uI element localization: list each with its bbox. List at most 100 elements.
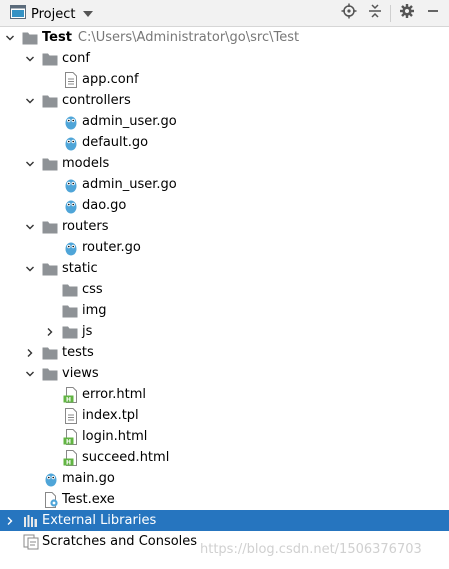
folder-icon: [42, 93, 58, 109]
watermark-text: https://blog.csdn.net/1506376703: [200, 542, 422, 557]
folder-icon: [42, 51, 58, 67]
tree-item-label: admin_user.go: [82, 177, 177, 192]
tree-item-label: css: [82, 282, 103, 297]
hide-panel-button[interactable]: [424, 4, 442, 22]
collapse-all-icon: [367, 3, 383, 23]
tree-item-label: succeed.html: [82, 450, 170, 465]
tree-item-label: Scratches and Consoles: [42, 534, 198, 549]
tree-node-controllers[interactable]: controllers: [0, 90, 449, 111]
root-folder-name: Test: [42, 30, 72, 45]
tree-item-label: Test.exe: [62, 492, 115, 507]
svg-text:H: H: [66, 396, 71, 403]
folder-icon: [42, 261, 58, 277]
tree-item-label: External Libraries: [42, 513, 157, 528]
tree-node-static[interactable]: static: [0, 258, 449, 279]
tree-item-label: login.html: [82, 429, 148, 444]
project-window-icon: [10, 5, 26, 23]
chevron-down-icon[interactable]: [25, 264, 35, 274]
go-file-icon: [63, 177, 79, 193]
tree-node-img[interactable]: img: [0, 300, 449, 321]
project-view-selector[interactable]: Project: [10, 5, 94, 23]
folder-icon: [42, 366, 58, 382]
tree-node-main-go[interactable]: main.go: [0, 468, 449, 489]
tree-node-admin-user-model[interactable]: admin_user.go: [0, 174, 449, 195]
tree-node-external-libraries[interactable]: External Libraries: [0, 510, 449, 531]
folder-icon: [62, 282, 78, 298]
tree-item-label: controllers: [62, 93, 131, 108]
tree-item-label: error.html: [82, 387, 147, 402]
html-file-icon: H: [63, 386, 79, 403]
html-file-icon: H: [63, 428, 79, 445]
tree-node-succeed-html[interactable]: H succeed.html: [0, 447, 449, 468]
tree-item-label: admin_user.go: [82, 114, 177, 129]
chevron-down-icon[interactable]: [5, 33, 15, 43]
minimize-icon: [426, 4, 440, 22]
tree-node-index-tpl[interactable]: index.tpl: [0, 405, 449, 426]
folder-icon: [42, 219, 58, 235]
tree-node-test-exe[interactable]: Test.exe: [0, 489, 449, 510]
tree-node-scratches[interactable]: Scratches and Consoles: [0, 531, 449, 552]
libraries-icon: [23, 513, 39, 529]
go-file-icon: [63, 240, 79, 256]
locate-file-button[interactable]: [340, 3, 358, 23]
tree-item-label: js: [82, 324, 93, 339]
tree-node-css[interactable]: css: [0, 279, 449, 300]
folder-icon: [42, 345, 58, 361]
tree-item-label: index.tpl: [82, 408, 139, 423]
tree-item-label: tests: [62, 345, 94, 360]
chevron-down-icon[interactable]: [25, 54, 35, 64]
chevron-right-icon[interactable]: [45, 327, 55, 337]
tree-node-routers[interactable]: routers: [0, 216, 449, 237]
text-file-icon: [63, 407, 79, 424]
tree-node-models[interactable]: models: [0, 153, 449, 174]
tree-item-label: app.conf: [82, 72, 139, 87]
tree-item-label: default.go: [82, 135, 149, 150]
tree-item-label: main.go: [62, 471, 115, 486]
toolbar-separator: [390, 5, 391, 22]
crosshair-icon: [341, 3, 357, 23]
executable-file-icon: [43, 491, 59, 508]
chevron-down-icon[interactable]: [25, 159, 35, 169]
tree-node-login-html[interactable]: H login.html: [0, 426, 449, 447]
chevron-down-icon[interactable]: [25, 222, 35, 232]
tree-node-default-go[interactable]: default.go: [0, 132, 449, 153]
tree-node-router-go[interactable]: router.go: [0, 237, 449, 258]
tree-node-app-conf[interactable]: app.conf: [0, 69, 449, 90]
svg-text:H: H: [66, 438, 71, 445]
go-file-icon: [43, 471, 59, 487]
folder-icon: [62, 303, 78, 319]
tree-node-root[interactable]: Test C:\Users\Administrator\go\src\Test: [0, 27, 449, 48]
folder-icon: [62, 324, 78, 340]
settings-button[interactable]: [398, 4, 416, 22]
chevron-down-icon[interactable]: [25, 369, 35, 379]
project-view-label: Project: [31, 6, 76, 22]
tree-node-views[interactable]: views: [0, 363, 449, 384]
project-toolbar: Project: [0, 0, 449, 27]
tree-item-label: router.go: [82, 240, 141, 255]
text-file-icon: [63, 71, 79, 88]
folder-icon: [22, 30, 38, 46]
tree-node-tests[interactable]: tests: [0, 342, 449, 363]
chevron-down-icon: [83, 11, 94, 17]
tree-item-label: views: [62, 366, 99, 381]
html-file-icon: H: [63, 449, 79, 466]
chevron-down-icon[interactable]: [25, 96, 35, 106]
gear-icon: [399, 3, 415, 23]
go-file-icon: [63, 135, 79, 151]
collapse-all-button[interactable]: [366, 4, 384, 22]
tree-node-error-html[interactable]: H error.html: [0, 384, 449, 405]
go-file-icon: [63, 114, 79, 130]
tree-node-conf[interactable]: conf: [0, 48, 449, 69]
tree-node-admin-user-controller[interactable]: admin_user.go: [0, 111, 449, 132]
scratches-icon: [23, 534, 39, 550]
root-folder-path: C:\Users\Administrator\go\src\Test: [77, 30, 300, 45]
tree-item-label: conf: [62, 51, 90, 66]
svg-text:H: H: [66, 459, 71, 466]
chevron-right-icon[interactable]: [5, 516, 15, 526]
tree-item-label: dao.go: [82, 198, 127, 213]
chevron-right-icon[interactable]: [25, 348, 35, 358]
go-file-icon: [63, 198, 79, 214]
tree-node-dao-go[interactable]: dao.go: [0, 195, 449, 216]
tree-item-label: routers: [62, 219, 109, 234]
tree-node-js[interactable]: js: [0, 321, 449, 342]
